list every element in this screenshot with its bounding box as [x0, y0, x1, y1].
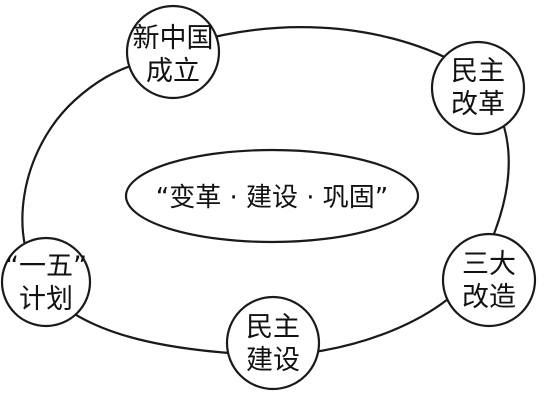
- center-label: “变革 · 建设 · 巩固”: [156, 183, 389, 213]
- node-label-line2: 改造: [462, 282, 516, 313]
- center-ellipse: [124, 148, 420, 244]
- node-label-line1: “一五”: [5, 251, 87, 282]
- node-label-line1: 三大: [462, 249, 516, 280]
- cycle-loop: [21, 26, 510, 357]
- node-label-line1: 民主: [451, 56, 505, 87]
- node-democratic-construction: 民主 建设: [225, 295, 321, 391]
- node-new-china: 新中国 成立: [125, 4, 221, 100]
- node-five-year-plan: “一五” 计划: [0, 236, 92, 328]
- node-label-line1: 新中国: [133, 23, 214, 54]
- node-three-transformations: 三大 改造: [441, 232, 537, 328]
- node-label-line2: 建设: [246, 345, 300, 376]
- node-label-line2: 成立: [146, 56, 200, 87]
- node-label-line2: 计划: [19, 284, 73, 315]
- node-label-line2: 改革: [451, 89, 505, 120]
- node-democratic-reform: 民主 改革: [430, 40, 526, 136]
- node-label-line1: 民主: [246, 312, 300, 343]
